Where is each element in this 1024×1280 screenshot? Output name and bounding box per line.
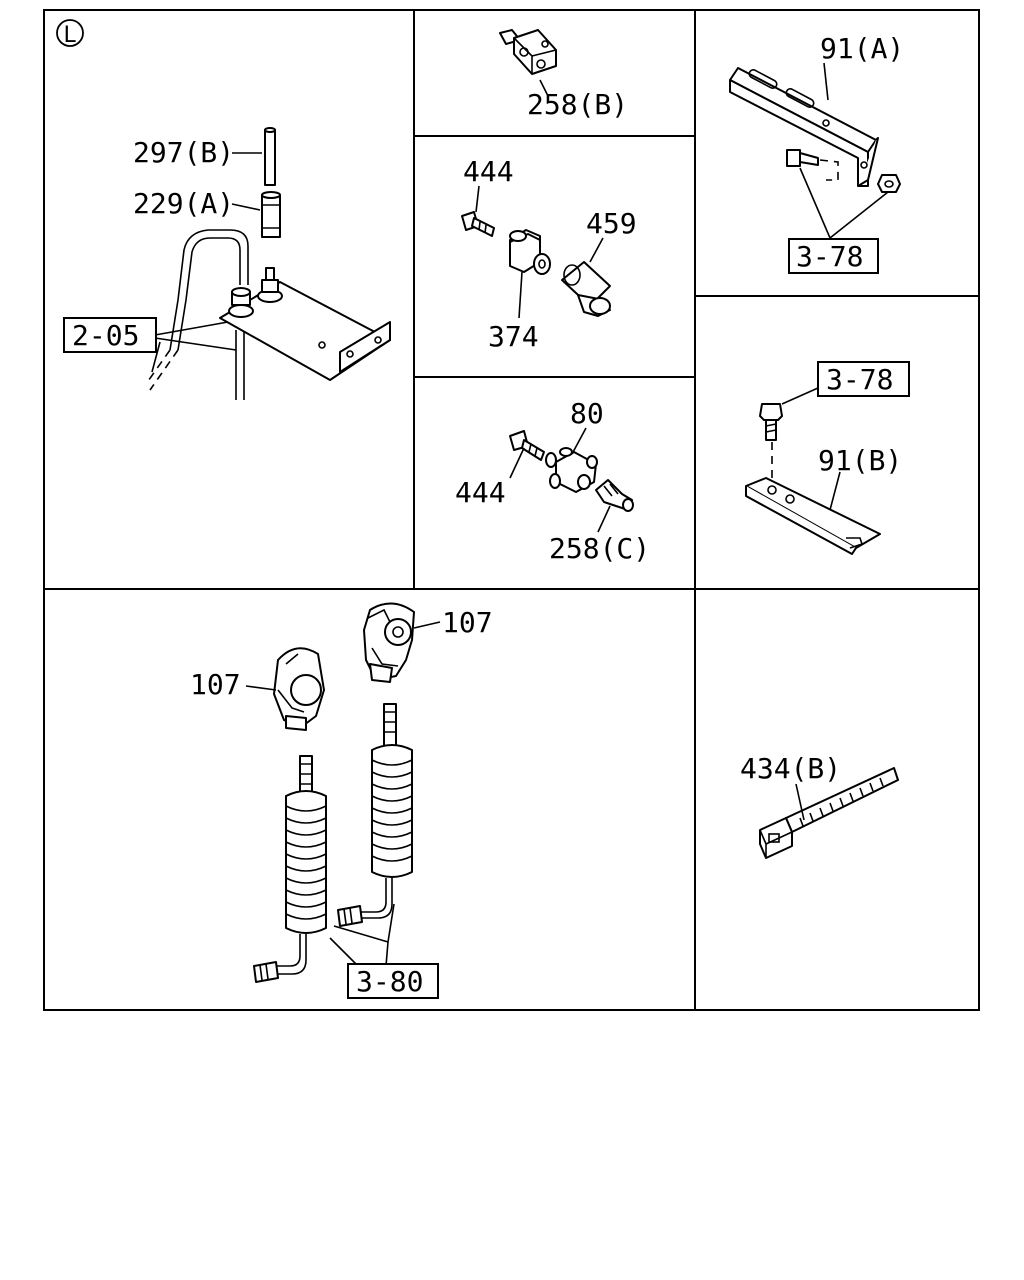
union-459 xyxy=(561,261,611,317)
panel-joint-block: 258(B) xyxy=(499,29,628,121)
ref-box-2-05 xyxy=(63,317,157,353)
label-444-a: 444 xyxy=(463,155,514,188)
panel-bracket-b: 3-78 91(B) xyxy=(745,361,910,555)
fitting-258c xyxy=(595,479,634,512)
cross-80 xyxy=(545,447,598,493)
ref-box-3-78-b xyxy=(817,361,910,397)
valve-fitting-right xyxy=(257,267,283,303)
bolt-3-78-b xyxy=(759,403,783,441)
panel-bracket-a: 91(A) 3-78 xyxy=(729,32,904,274)
coupling-head-right xyxy=(363,602,415,683)
ref-box-3-78-a xyxy=(788,238,879,274)
panel-valve-mount: 297(B) 229(A) 2-05 xyxy=(63,127,391,400)
label-3-78-a: 3-78 xyxy=(796,240,863,273)
valve-fitting-left xyxy=(228,287,254,318)
nut-3-78-a xyxy=(877,174,901,193)
label-91b: 91(B) xyxy=(818,444,902,477)
ref-box-3-80 xyxy=(347,963,439,999)
label-258c: 258(C) xyxy=(549,532,650,565)
label-80: 80 xyxy=(570,397,604,430)
bent-pipe xyxy=(177,237,241,351)
corner-marker-letter: L xyxy=(63,23,76,48)
cable-tie-434b xyxy=(759,767,899,859)
panel-tee-union: 444 459 374 xyxy=(461,155,637,353)
label-374: 374 xyxy=(488,320,539,353)
coil-hose-right xyxy=(337,703,413,927)
label-434b: 434(B) xyxy=(740,752,841,785)
label-3-80: 3-80 xyxy=(356,965,423,998)
label-444-b: 444 xyxy=(455,476,506,509)
label-2-05: 2-05 xyxy=(72,319,139,352)
tee-374 xyxy=(509,229,551,275)
panel-coupling-hoses: 107 107 3-80 xyxy=(190,602,493,999)
coupling-head-left xyxy=(273,647,325,731)
panel-grid xyxy=(43,9,980,1011)
label-297b: 297(B) xyxy=(133,136,234,169)
label-459: 459 xyxy=(586,207,637,240)
coil-hose-left xyxy=(253,755,327,983)
label-91a: 91(A) xyxy=(820,32,904,65)
label-107-left: 107 xyxy=(190,668,241,701)
bolt-444-a xyxy=(461,211,495,237)
bracket-91a xyxy=(729,67,879,187)
pipe-297b xyxy=(264,127,276,186)
label-3-78-b: 3-78 xyxy=(826,363,893,396)
corner-marker: L xyxy=(56,19,84,48)
connector-229a xyxy=(261,191,281,238)
lower-pipe xyxy=(235,330,245,400)
panel-cable-tie: 434(B) xyxy=(740,752,899,859)
bolt-444-b xyxy=(509,430,545,461)
bracket-91b xyxy=(745,477,881,555)
label-107-right: 107 xyxy=(442,606,493,639)
panel-cross-joint: 80 444 258(C) xyxy=(455,397,650,565)
label-258b: 258(B) xyxy=(527,88,628,121)
bolt-3-78-a xyxy=(786,149,819,167)
joint-258b xyxy=(499,29,557,75)
label-229a: 229(A) xyxy=(133,187,234,220)
